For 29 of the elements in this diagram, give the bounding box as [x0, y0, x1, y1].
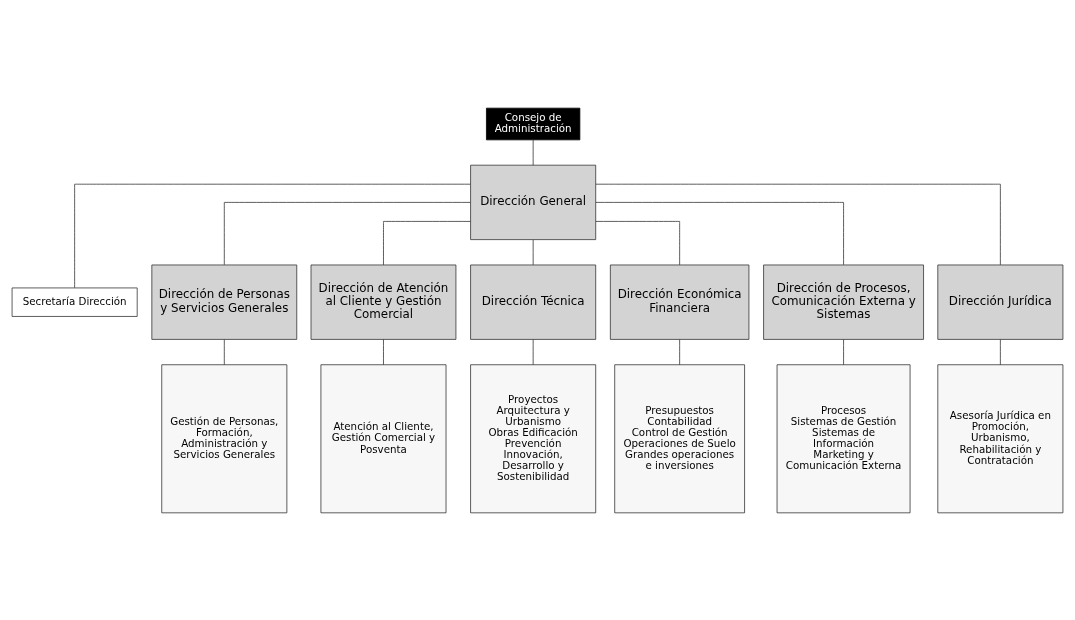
node-box: Dirección Jurídica: [937, 264, 1064, 340]
node-box: Consejo de Administración: [486, 107, 581, 140]
node-box: Procesos Sistemas de Gestión Sistemas de Información Marketing y Comunicación Externa: [776, 363, 911, 513]
connector: [679, 338, 681, 365]
node-box: Dirección de Atención al Cliente y Gestión Comercial: [310, 264, 457, 340]
connector: [532, 138, 534, 166]
connector: [532, 338, 534, 365]
connector: [223, 338, 225, 365]
connector: [595, 183, 1001, 265]
node-box: Gestión de Personas, Formación, Administración y Servicios Generales: [161, 363, 288, 513]
connector: [532, 238, 534, 265]
node-box: Asesoría Jurídica en Promoción, Urbanismo, Rehabilitación y Contratación: [937, 363, 1064, 513]
node-box: Presupuestos Contabilidad Control de Gestión Operaciones de Suelo Grandes operaciones e inversiones: [614, 363, 745, 513]
node-box: Dirección Técnica: [470, 264, 597, 340]
connector: [843, 338, 844, 365]
connector: [223, 201, 471, 265]
connector: [595, 220, 681, 265]
connector: [999, 338, 1001, 365]
node-box: Proyectos Arquitectura y Urbanismo Obras Edificación Prevención Innovación, Desarrollo y Sostenibilidad: [470, 363, 597, 513]
node-box: Dirección de Personas y Servicios Generales: [151, 264, 298, 340]
node-box: Atención al Cliente, Gestión Comercial y Posventa: [320, 363, 447, 513]
connector: [74, 183, 471, 288]
node-box: Dirección Económica Financiera: [609, 264, 750, 340]
node-box: Dirección de Procesos, Comunicación Externa y Sistemas: [763, 264, 924, 340]
connector: [595, 201, 844, 265]
node-box: Dirección General: [470, 164, 597, 240]
connector: [383, 220, 471, 265]
connector: [383, 338, 384, 365]
node-box: Secretaría Dirección: [11, 287, 138, 317]
